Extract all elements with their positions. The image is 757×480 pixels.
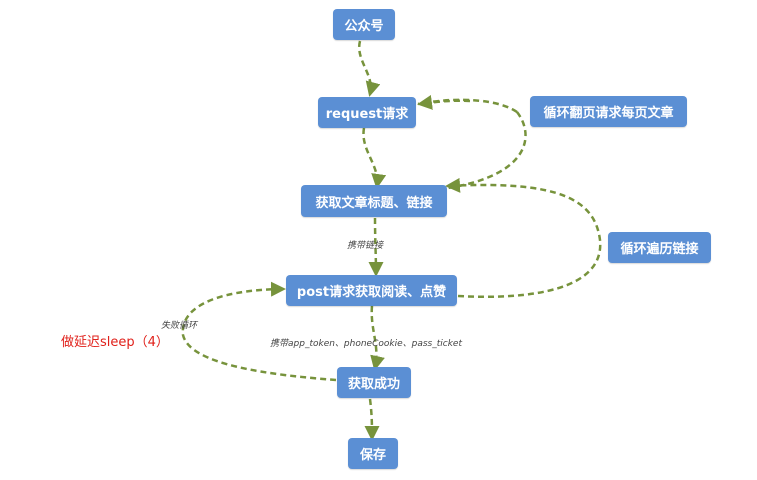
edge-post-to-success [370, 305, 385, 371]
node-gzh: 公众号 [333, 9, 395, 40]
edge-fail-loop [181, 281, 337, 382]
edge-title-to-post [368, 217, 384, 277]
edge-loop-page-head [417, 94, 471, 110]
edge-loop-page [417, 98, 527, 190]
delay-note: 做延迟sleep（4） [61, 335, 169, 350]
node-success: 获取成功 [337, 367, 411, 398]
edge-gzh-to-request [357, 40, 381, 97]
edge-label-carry-link: 携带链接 [347, 241, 384, 251]
edge-success-to-save [364, 398, 380, 441]
node-loop-page: 循环翻页请求每页文章 [530, 96, 687, 127]
edge-label-fail-loop: 失败循环 [161, 321, 198, 331]
edge-loop-link [445, 177, 602, 299]
node-loop-link: 循环遍历链接 [608, 232, 711, 263]
node-request: request请求 [318, 97, 416, 128]
edge-label-carry-tokens: 携带app_token、phoneCookie、pass_ticket [270, 339, 463, 349]
node-get-title: 获取文章标题、链接 [301, 185, 447, 217]
node-post: post请求获取阅读、点赞 [286, 275, 457, 306]
edge-request-to-title [362, 127, 387, 189]
node-save: 保存 [348, 438, 398, 469]
